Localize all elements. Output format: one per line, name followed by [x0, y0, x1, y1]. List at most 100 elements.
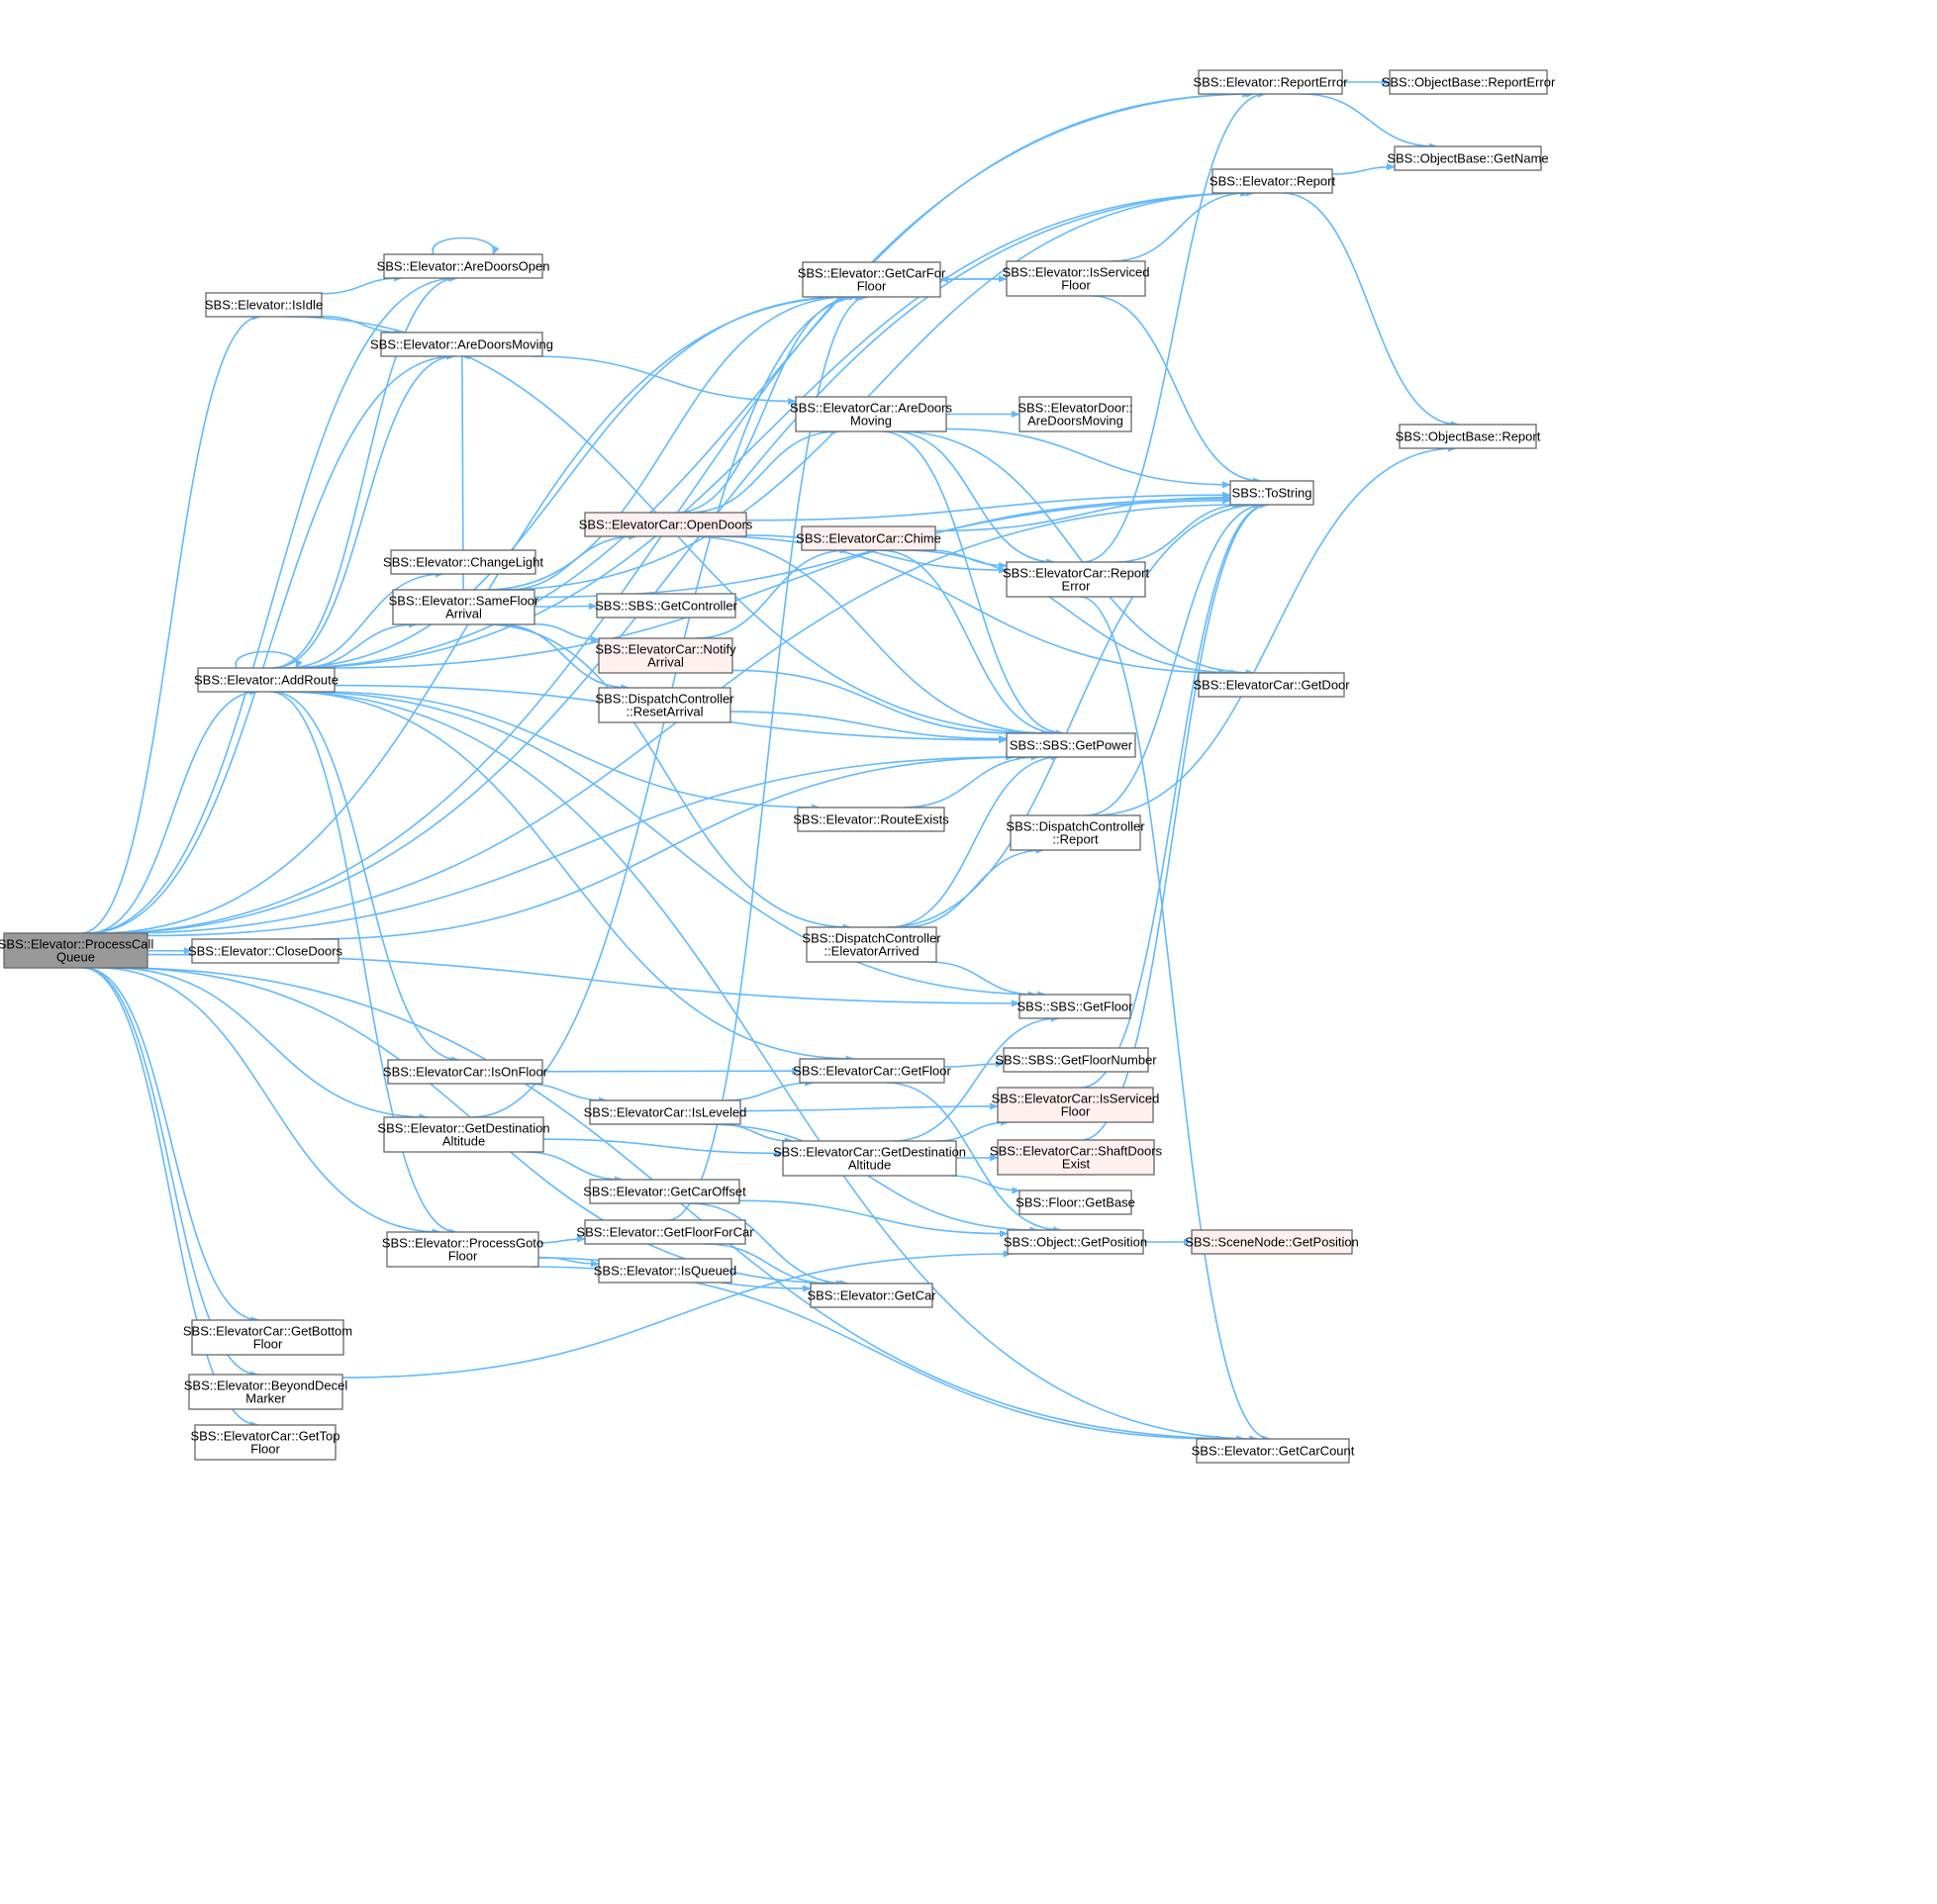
edge-elevatorarrived-to-getpower: [888, 753, 1060, 928]
node-chime[interactable]: SBS::ElevatorCar::Chime: [796, 525, 941, 551]
node-carreporterror[interactable]: SBS::ElevatorCar::ReportError: [1003, 561, 1150, 598]
node-label: SBS::ObjectBase::Report: [1396, 429, 1541, 444]
node-label: SBS::Elevator::GetDestination: [377, 1121, 549, 1136]
node-label: Floor: [250, 1442, 280, 1457]
edge-isservicedfloor_elev-to-elevatorreport: [1111, 189, 1250, 262]
node-sbsgetfloor[interactable]: SBS::SBS::GetFloor: [1017, 994, 1133, 1019]
node-box: [191, 1319, 344, 1356]
node-box: [598, 1258, 732, 1284]
node-getcaroffset[interactable]: SBS::Elevator::GetCarOffset: [583, 1179, 746, 1204]
node-label: SBS::DispatchController: [802, 931, 941, 946]
edge-processcallqueue-to-getbottomfloor: [84, 967, 260, 1324]
node-opendoors[interactable]: SBS::ElevatorCar::OpenDoors: [579, 512, 753, 537]
node-aredoorsopen[interactable]: SBS::Elevator::AreDoorsOpen: [377, 253, 550, 279]
edge-isservicedfloor_elev-to-tostring: [1091, 295, 1262, 485]
node-box: [3, 932, 148, 969]
node-label: SBS::ElevatorCar::GetTop: [190, 1429, 339, 1444]
node-label: SBS::Elevator::ProcessCall: [0, 937, 153, 952]
node-box: [383, 1116, 544, 1153]
edge-processcallqueue-to-elevatorreport: [102, 189, 1255, 934]
node-label: SBS::Elevator::IsServiced: [1003, 265, 1150, 280]
edge-opendoors-to-getpower: [687, 535, 1050, 737]
edge-carareadoorsmoving-to-carreporterror: [892, 430, 1056, 566]
node-getdoor[interactable]: SBS::ElevatorCar::GetDoor: [1193, 672, 1350, 698]
node-cargetfloor[interactable]: SBS::ElevatorCar::GetFloor: [793, 1058, 952, 1084]
node-box: [806, 926, 937, 963]
node-objectbasereport[interactable]: SBS::ObjectBase::Report: [1396, 424, 1541, 449]
edge-chime-to-tostring: [934, 494, 1231, 532]
node-box: [782, 1140, 957, 1177]
edge-addroute-to-changelight: [286, 570, 444, 669]
node-addroute[interactable]: SBS::Elevator::AddRoute: [194, 667, 339, 693]
node-doorareadoorsmoving[interactable]: SBS::ElevatorDoor::AreDoorsMoving: [1017, 396, 1133, 432]
node-aredoorsmoving[interactable]: SBS::Elevator::AreDoorsMoving: [370, 332, 553, 357]
node-elevatorreport[interactable]: SBS::Elevator::Report: [1210, 168, 1336, 194]
node-label: SBS::Elevator::AreDoorsMoving: [370, 337, 553, 352]
node-label: SBS::ObjectBase::ReportError: [1382, 75, 1556, 90]
node-closedoors[interactable]: SBS::Elevator::CloseDoors: [188, 938, 343, 964]
edge-samefloorarrival-to-notifyarrival: [533, 622, 600, 643]
node-getcar[interactable]: SBS::Elevator::GetCar: [807, 1283, 936, 1308]
node-isidle[interactable]: SBS::Elevator::IsIdle: [205, 292, 323, 318]
node-box: [1003, 1047, 1149, 1073]
node-label: SBS::Elevator::CloseDoors: [188, 944, 343, 959]
edge-aredoorsmoving-to-carareadoorsmoving: [531, 355, 797, 406]
node-getcarcount[interactable]: SBS::Elevator::GetCarCount: [1192, 1438, 1355, 1464]
node-elevatorarrived[interactable]: SBS::DispatchController::ElevatorArrived: [802, 926, 941, 963]
node-isonfloor[interactable]: SBS::ElevatorCar::IsOnFloor: [383, 1059, 548, 1085]
edge-opendoors-to-carareadoorsmoving: [687, 428, 840, 514]
node-label: SBS::DispatchController: [595, 692, 734, 707]
edge-isidle-to-aredoorsopen: [321, 274, 403, 295]
node-getfloorforcar[interactable]: SBS::Elevator::GetFloorForCar: [576, 1219, 754, 1245]
node-tostring[interactable]: SBS::ToString: [1229, 480, 1314, 506]
edge-processgotofloor-to-getfloorforcar: [537, 1235, 586, 1244]
edge-getcaroffset-to-objectgetposition: [738, 1199, 1009, 1238]
edge-addroute-to-routeexists: [317, 691, 821, 811]
edge-aredoorsopen-to-aredoorsopen: [432, 237, 500, 255]
node-label: SBS::SceneNode::GetPosition: [1185, 1235, 1359, 1250]
node-box: [584, 1219, 746, 1245]
node-box: [799, 1058, 945, 1084]
node-label: ::Report: [1052, 832, 1099, 847]
node-objectgetposition[interactable]: SBS::Object::GetPosition: [1004, 1229, 1147, 1255]
node-carareadoorsmoving[interactable]: SBS::ElevatorCar::AreDoorsMoving: [790, 396, 953, 432]
edge-cargetdestaltitude-to-sbsgetfloor: [893, 1014, 1060, 1142]
node-box: [386, 1231, 539, 1268]
node-elevatorreporterror[interactable]: SBS::Elevator::ReportError: [1193, 69, 1348, 95]
node-label: SBS::Floor::GetBase: [1016, 1195, 1135, 1210]
node-changelight[interactable]: SBS::Elevator::ChangeLight: [383, 549, 543, 575]
node-getpower[interactable]: SBS::SBS::GetPower: [1006, 732, 1136, 758]
node-label: SBS::Elevator::Report: [1210, 174, 1336, 189]
edge-elevatorarrived-to-sbsgetfloor: [927, 961, 1037, 999]
node-box: [1018, 396, 1132, 432]
node-scenenodegetposition[interactable]: SBS::SceneNode::GetPosition: [1185, 1229, 1359, 1255]
node-resetarrival[interactable]: SBS::DispatchController::ResetArrival: [595, 687, 734, 723]
node-label: SBS::SBS::GetController: [595, 599, 737, 614]
node-getcontroller[interactable]: SBS::SBS::GetController: [595, 593, 738, 619]
node-label: Queue: [56, 950, 95, 965]
node-box: [390, 549, 536, 575]
node-floorgetbase[interactable]: SBS::Floor::GetBase: [1016, 1190, 1135, 1215]
node-routeexists[interactable]: SBS::Elevator::RouteExists: [793, 807, 949, 832]
node-box: [1006, 732, 1136, 758]
node-objectbasereporterror[interactable]: SBS::ObjectBase::ReportError: [1382, 69, 1556, 95]
node-isleveled[interactable]: SBS::ElevatorCar::IsLeveled: [584, 1099, 747, 1125]
edge-addroute-to-getcarcount: [281, 691, 1259, 1443]
node-objectbasegetname[interactable]: SBS::ObjectBase::GetName: [1387, 145, 1549, 171]
node-dispatchreport[interactable]: SBS::DispatchController::Report: [1006, 814, 1145, 851]
node-isqueued[interactable]: SBS::Elevator::IsQueued: [594, 1258, 737, 1284]
node-getfloornumber[interactable]: SBS::SBS::GetFloorNumber: [995, 1047, 1157, 1073]
